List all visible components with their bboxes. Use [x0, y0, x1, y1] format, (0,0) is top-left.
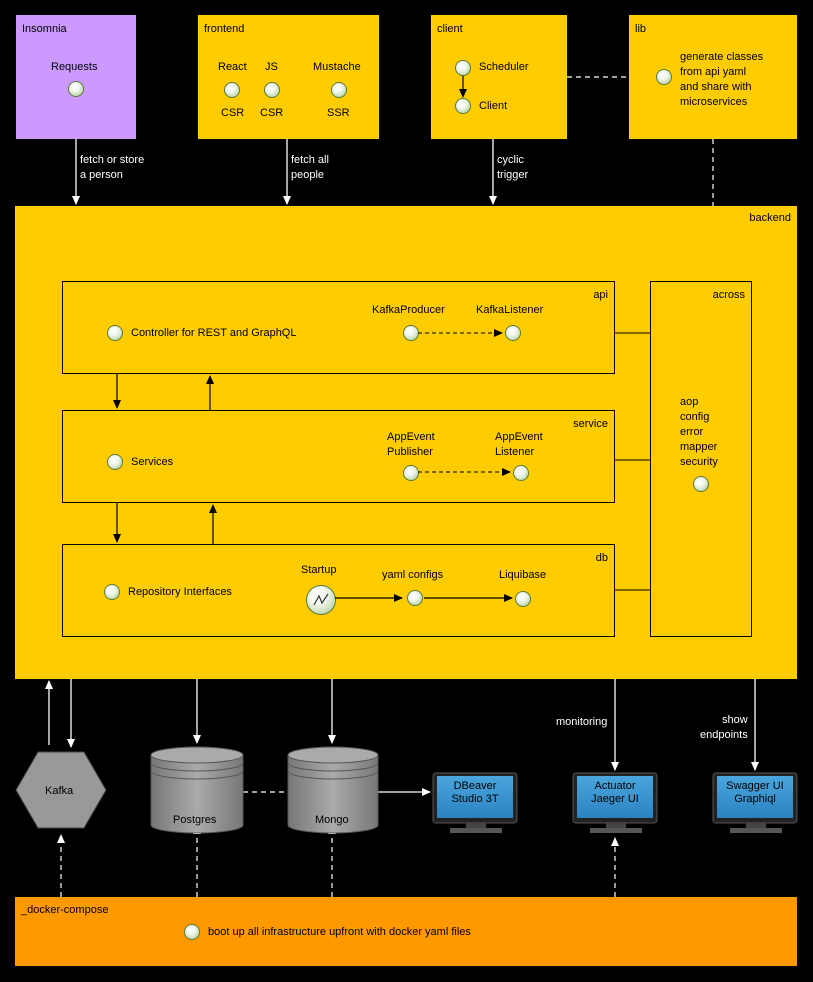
appevent-publisher-label: AppEvent Publisher	[387, 431, 435, 458]
react-label: React	[218, 61, 247, 73]
react-node[interactable]	[224, 82, 240, 98]
lib-title: lib	[635, 23, 647, 35]
db-title: db	[595, 552, 608, 564]
scheduler-label: Scheduler	[479, 61, 529, 73]
lib-box: lib generate classes from api yaml and s…	[629, 15, 797, 139]
mongo-cylinder	[287, 746, 379, 834]
controller-label: Controller for REST and GraphQL	[131, 327, 297, 339]
lib-text: generate classes from api yaml and share…	[680, 51, 764, 108]
services-label: Services	[131, 456, 174, 468]
repository-node[interactable]	[104, 584, 120, 600]
client-edge-label: cyclic trigger	[497, 154, 529, 181]
postgres-cylinder	[150, 746, 244, 834]
kafka-listener-node[interactable]	[505, 325, 521, 341]
insomnia-box: Insomnia Requests	[16, 15, 136, 139]
kafka-producer-label: KafkaProducer	[372, 304, 445, 316]
yaml-configs-label: yaml configs	[382, 569, 444, 581]
lib-node[interactable]	[656, 69, 672, 85]
requests-label: Requests	[51, 61, 98, 73]
across-items: aop config error mapper security	[680, 396, 718, 468]
react-csr-label: CSR	[221, 107, 245, 119]
requests-node[interactable]	[68, 81, 84, 97]
api-box: api Controller for REST and GraphQL Kafk…	[62, 281, 615, 374]
liquibase-label: Liquibase	[499, 569, 547, 581]
lightning-icon	[313, 593, 329, 606]
dbeaver-monitor	[432, 772, 518, 833]
docker-compose-text: boot up all infrastructure upfront with …	[208, 926, 471, 938]
appevent-publisher-node[interactable]	[403, 465, 419, 481]
frontend-box: frontend React CSR JS CSR Mustache SSR	[198, 15, 379, 139]
actuator-monitor	[572, 772, 658, 833]
client-title: client	[437, 23, 463, 35]
kafka-listener-label: KafkaListener	[476, 304, 544, 316]
swagger-monitor	[712, 772, 798, 833]
startup-label: Startup	[301, 564, 337, 576]
docker-compose-title: _docker-compose	[21, 904, 109, 916]
insomnia-title: Insomnia	[22, 23, 67, 35]
repository-label: Repository Interfaces	[128, 586, 232, 598]
across-box: across aop config error mapper security	[650, 281, 752, 637]
js-csr-label: CSR	[260, 107, 284, 119]
controller-node[interactable]	[107, 325, 123, 341]
frontend-title: frontend	[204, 23, 245, 35]
frontend-edge-label: fetch all people	[291, 154, 329, 181]
docker-compose-node[interactable]	[184, 924, 200, 940]
startup-node[interactable]	[306, 585, 336, 615]
endpoints-edge-label: show endpoints	[700, 714, 748, 741]
across-title: across	[712, 289, 745, 301]
services-node[interactable]	[107, 454, 123, 470]
api-title: api	[593, 289, 608, 301]
scheduler-node[interactable]	[455, 60, 471, 76]
mustache-ssr-label: SSR	[327, 107, 350, 119]
service-title: service	[573, 418, 608, 430]
db-box: db Repository Interfaces Startup yaml co…	[62, 544, 615, 637]
across-node[interactable]	[693, 476, 709, 492]
kafka-hexagon	[15, 751, 107, 829]
client-node[interactable]	[455, 98, 471, 114]
js-node[interactable]	[264, 82, 280, 98]
js-label: JS	[265, 61, 278, 73]
insomnia-edge-label: fetch or store a person	[80, 154, 145, 181]
backend-title: backend	[749, 212, 791, 224]
client-label: Client	[479, 100, 508, 112]
mustache-node[interactable]	[331, 82, 347, 98]
appevent-listener-node[interactable]	[513, 465, 529, 481]
mongo-label: Mongo	[315, 814, 349, 826]
swagger-label: Swagger UI Graphiql	[726, 780, 784, 805]
yaml-configs-node[interactable]	[407, 590, 423, 606]
postgres-label: Postgres	[173, 814, 217, 826]
actuator-label: Actuator Jaeger UI	[591, 780, 639, 805]
liquibase-node[interactable]	[515, 591, 531, 607]
dbeaver-label: DBeaver Studio 3T	[451, 780, 499, 805]
kafka-label: Kafka	[45, 785, 74, 797]
monitoring-edge-label: monitoring	[556, 716, 608, 728]
backend-box: backend	[15, 206, 797, 679]
appevent-listener-label: AppEvent Listener	[495, 431, 543, 458]
mustache-label: Mustache	[313, 61, 361, 73]
docker-compose-box: _docker-compose boot up all infrastructu…	[15, 897, 797, 966]
service-box: service Services AppEvent Publisher AppE…	[62, 410, 615, 503]
client-box: client Scheduler Client	[431, 15, 567, 139]
